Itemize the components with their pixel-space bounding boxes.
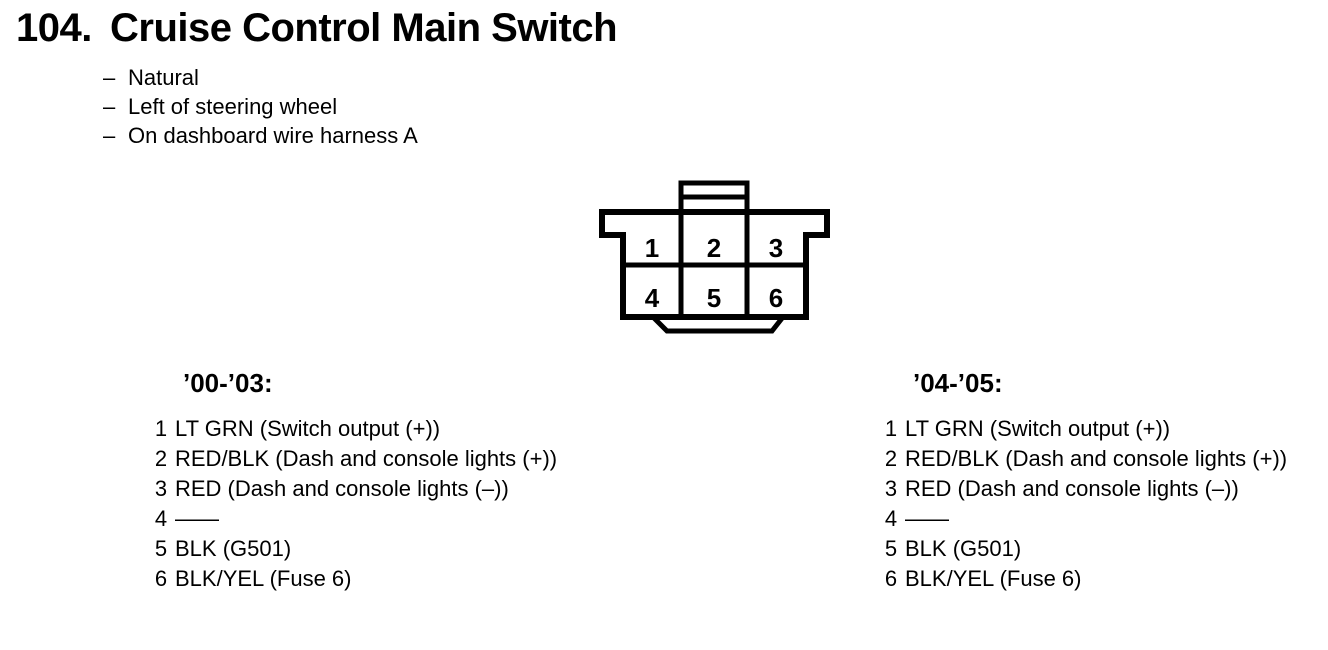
pin-number: 5	[154, 536, 168, 561]
pin-description: RED (Dash and console lights (–))	[175, 476, 509, 501]
pin-number-4: 4	[645, 283, 660, 313]
pin-row: 2 RED/BLK (Dash and console lights (+))	[154, 444, 624, 474]
pin-description: ——	[175, 506, 219, 531]
connector-diagram: 1 2 3 4 5 6	[599, 180, 830, 334]
pin-description: BLK/YEL (Fuse 6)	[905, 566, 1082, 591]
pin-row: 3 RED (Dash and console lights (–))	[884, 474, 1328, 504]
connector-body-outline	[599, 209, 830, 320]
pin-description: LT GRN (Switch output (+))	[175, 416, 441, 441]
note-text: On dashboard wire harness A	[128, 123, 418, 148]
pin-number-6: 6	[769, 283, 783, 313]
pin-description: ——	[905, 506, 949, 531]
pin-list-04-05: 1 LT GRN (Switch output (+)) 2 RED/BLK (…	[884, 414, 1328, 594]
pin-description: RED/BLK (Dash and console lights (+))	[175, 446, 558, 471]
notes-list: –Natural –Left of steering wheel –On das…	[103, 63, 418, 150]
pin-description: BLK (G501)	[905, 536, 1022, 561]
pin-numbers-group: 1 2 3 4 5 6	[645, 233, 783, 313]
pin-number-2: 2	[707, 233, 721, 263]
pin-row: 5 BLK (G501)	[154, 534, 624, 564]
pin-row: 3 RED (Dash and console lights (–))	[154, 474, 624, 504]
pin-number: 3	[154, 476, 168, 501]
pin-description: BLK/YEL (Fuse 6)	[175, 566, 352, 591]
pin-number-3: 3	[769, 233, 783, 263]
pin-number-5: 5	[707, 283, 721, 313]
pin-description: BLK (G501)	[175, 536, 292, 561]
note-item: –Left of steering wheel	[103, 92, 418, 121]
pin-description: LT GRN (Switch output (+))	[905, 416, 1171, 441]
pin-number: 5	[884, 536, 898, 561]
page-title: Cruise Control Main Switch	[110, 6, 618, 50]
dash-bullet: –	[103, 94, 116, 119]
pin-number: 4	[154, 506, 168, 531]
pin-row: 1 LT GRN (Switch output (+))	[884, 414, 1328, 444]
connector-keying-rib	[651, 315, 785, 334]
pin-row: 5 BLK (G501)	[884, 534, 1328, 564]
pin-row: 6 BLK/YEL (Fuse 6)	[884, 564, 1328, 594]
pin-number: 1	[154, 416, 168, 441]
pin-row: 4 ——	[884, 504, 1328, 534]
note-text: Left of steering wheel	[128, 94, 338, 119]
note-item: –Natural	[103, 63, 418, 92]
connector-outline-group	[599, 180, 830, 334]
pin-list-00-03: 1 LT GRN (Switch output (+)) 2 RED/BLK (…	[154, 414, 624, 594]
dash-bullet: –	[103, 123, 116, 148]
pin-number: 2	[884, 446, 898, 471]
pin-number: 6	[884, 566, 898, 591]
pin-description: RED/BLK (Dash and console lights (+))	[905, 446, 1288, 471]
pin-number: 4	[884, 506, 898, 531]
section-number: 104.	[16, 6, 92, 50]
pin-row: 1 LT GRN (Switch output (+))	[154, 414, 624, 444]
pin-row: 4 ——	[154, 504, 624, 534]
year-range-heading-00-03: ’00-’03:	[183, 368, 273, 398]
note-text: Natural	[128, 65, 199, 90]
note-item: –On dashboard wire harness A	[103, 121, 418, 150]
pin-row: 6 BLK/YEL (Fuse 6)	[154, 564, 624, 594]
pin-description: RED (Dash and console lights (–))	[905, 476, 1239, 501]
pin-number: 6	[154, 566, 168, 591]
year-range-heading-04-05: ’04-’05:	[913, 368, 1003, 398]
pin-number-1: 1	[645, 233, 659, 263]
pin-number: 3	[884, 476, 898, 501]
pin-number: 2	[154, 446, 168, 471]
dash-bullet: –	[103, 65, 116, 90]
pin-row: 2 RED/BLK (Dash and console lights (+))	[884, 444, 1328, 474]
pin-number: 1	[884, 416, 898, 441]
